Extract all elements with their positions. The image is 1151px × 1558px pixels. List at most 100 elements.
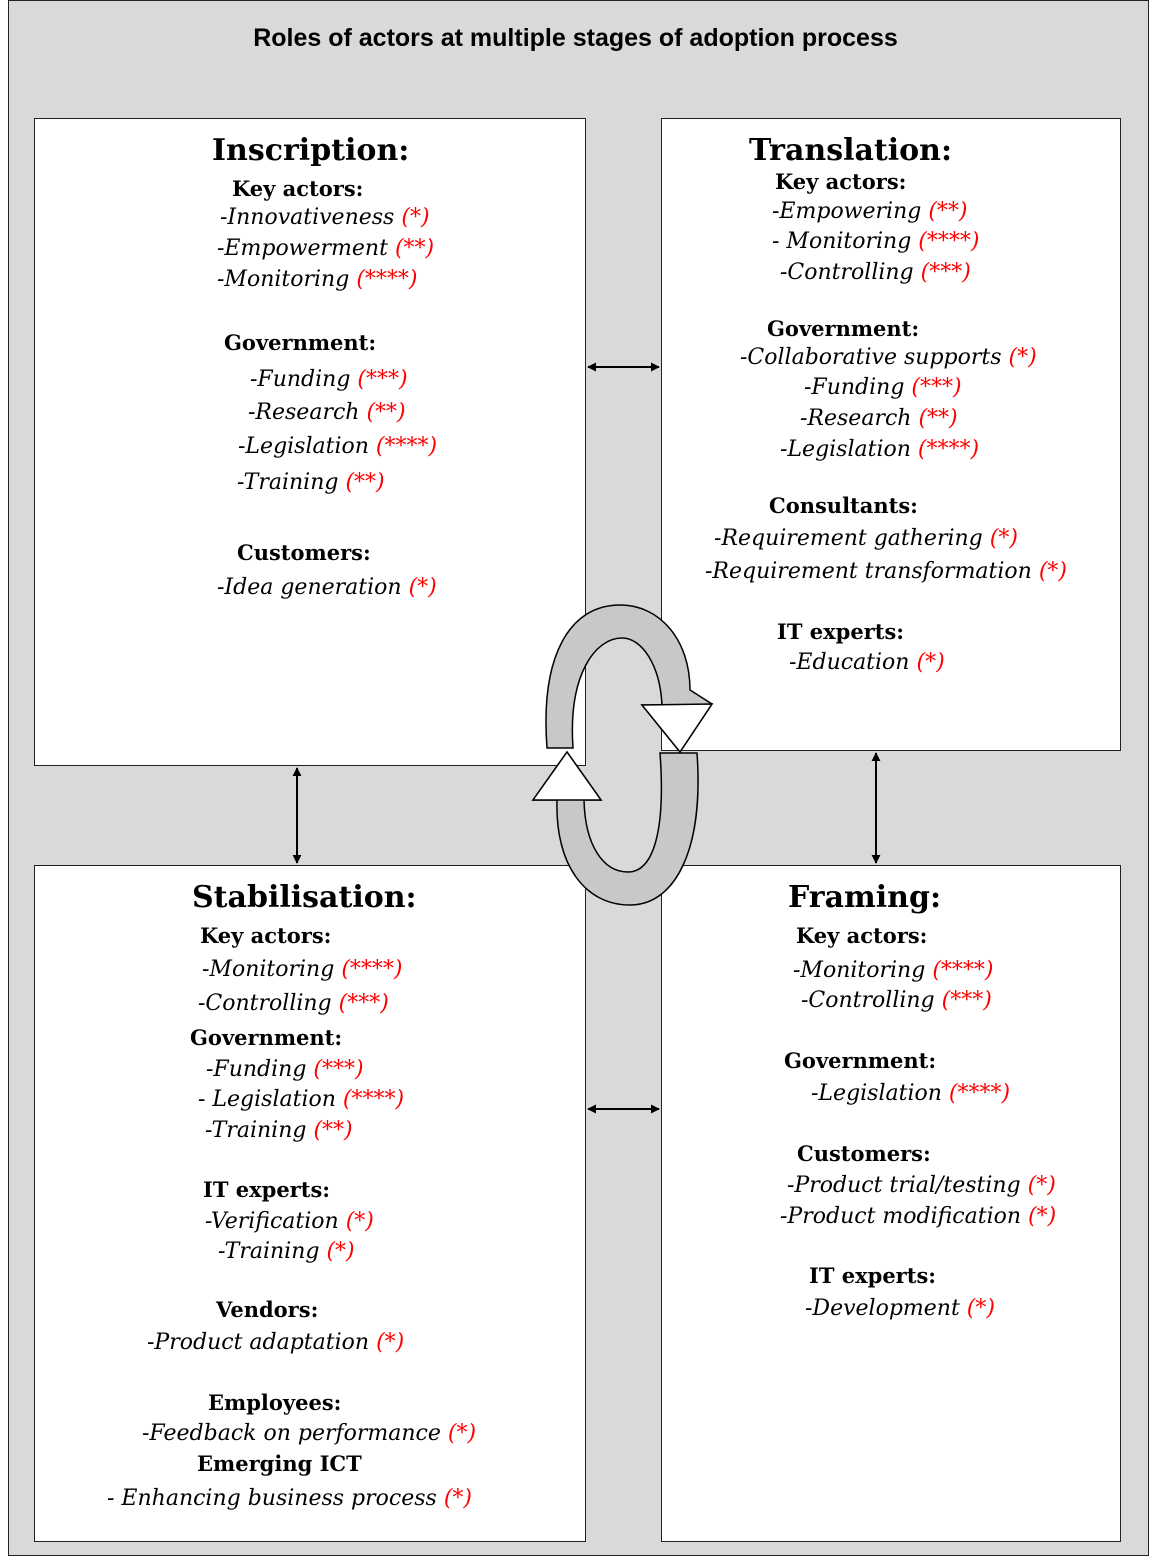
importance-stars: (*): [1028, 1204, 1057, 1229]
inscription-role-item: -Idea generation (*): [217, 575, 437, 600]
importance-stars: (***): [911, 375, 962, 400]
inscription-title: Inscription:: [212, 133, 410, 168]
framing-box: [661, 865, 1121, 1542]
importance-stars: (*): [443, 1486, 472, 1511]
role-label: -Product trial/testing: [787, 1173, 1021, 1198]
importance-stars: (*): [408, 575, 437, 600]
inscription-role-item: -Empowerment (**): [217, 236, 434, 261]
framing-group-heading: IT experts:: [809, 1263, 937, 1288]
stabilisation-group-heading: Key actors:: [200, 923, 332, 948]
role-label: -Controlling: [780, 260, 914, 285]
stabilisation-role-item: - Enhancing business process (*): [107, 1486, 472, 1511]
inscription-role-item: -Innovativeness (*): [220, 205, 430, 230]
translation-role-item: -Legislation (****): [780, 437, 979, 462]
framing-title: Framing:: [788, 880, 942, 915]
role-label: -Idea generation: [217, 575, 402, 600]
role-label: -Training: [237, 470, 339, 495]
role-label: - Monitoring: [772, 229, 912, 254]
importance-stars: (**): [928, 199, 968, 224]
role-label: -Funding: [206, 1057, 307, 1082]
role-label: -Empowerment: [217, 236, 388, 261]
role-label: -Funding: [250, 367, 351, 392]
role-label: - Enhancing business process: [107, 1486, 437, 1511]
role-label: -Verification: [205, 1209, 339, 1234]
stabilisation-role-item: -Feedback on performance (*): [142, 1421, 476, 1446]
importance-stars: (*): [989, 526, 1018, 551]
importance-stars: (**): [313, 1118, 353, 1143]
translation-role-item: - Monitoring (****): [772, 229, 979, 254]
stabilisation-role-item: -Controlling (***): [198, 991, 389, 1016]
role-label: -Requirement gathering: [714, 526, 983, 551]
translation-role-item: -Requirement gathering (*): [714, 526, 1018, 551]
role-label: -Training: [218, 1239, 320, 1264]
role-label: -Legislation: [811, 1081, 942, 1106]
translation-role-item: -Funding (***): [804, 375, 962, 400]
role-label: -Monitoring: [217, 267, 350, 292]
role-label: -Funding: [804, 375, 905, 400]
cycle-arrowhead-down-icon: [640, 703, 714, 754]
role-label: -Innovativeness: [220, 205, 395, 230]
role-label: -Product adaptation: [147, 1330, 370, 1355]
stabilisation-role-item: -Training (*): [218, 1239, 355, 1264]
importance-stars: (*): [916, 650, 945, 675]
translation-group-heading: Consultants:: [769, 493, 918, 518]
importance-stars: (****): [948, 1081, 1011, 1106]
inscription-role-item: -Legislation (****): [238, 434, 437, 459]
importance-stars: (***): [338, 991, 389, 1016]
role-label: -Monitoring: [202, 957, 335, 982]
importance-stars: (**): [918, 406, 958, 431]
stabilisation-role-item: -Monitoring (****): [202, 957, 402, 982]
translation-role-item: -Education (*): [789, 650, 945, 675]
stabilisation-role-item: -Training (**): [205, 1118, 353, 1143]
translation-role-item: -Research (**): [800, 406, 958, 431]
stabilisation-group-heading: Government:: [190, 1025, 343, 1050]
role-label: -Research: [248, 400, 360, 425]
translation-title: Translation:: [749, 133, 953, 168]
importance-stars: (*): [1008, 345, 1037, 370]
role-label: -Requirement transformation: [705, 559, 1032, 584]
importance-stars: (****): [918, 229, 980, 254]
role-label: -Empowering: [772, 199, 922, 224]
importance-stars: (*): [1027, 1173, 1056, 1198]
framing-role-item: -Controlling (***): [801, 988, 992, 1013]
framing-role-item: -Product trial/testing (*): [787, 1173, 1056, 1198]
cycle-arrowhead-up-icon: [531, 750, 603, 801]
importance-stars: (***): [920, 260, 971, 285]
translation-role-item: -Controlling (***): [780, 260, 971, 285]
stabilisation-role-item: -Product adaptation (*): [147, 1330, 404, 1355]
role-label: -Monitoring: [793, 958, 926, 983]
importance-stars: (*): [345, 1209, 374, 1234]
stabilisation-group-heading: Employees:: [208, 1390, 342, 1415]
inscription-role-item: -Monitoring (****): [217, 267, 417, 292]
framing-group-heading: Government:: [784, 1048, 937, 1073]
stabilisation-group-heading: Vendors:: [216, 1297, 319, 1322]
framing-group-heading: Customers:: [797, 1141, 931, 1166]
role-label: -Collaborative supports: [740, 345, 1002, 370]
diagram-title: Roles of actors at multiple stages of ad…: [253, 24, 898, 52]
framing-role-item: -Legislation (****): [811, 1081, 1010, 1106]
translation-role-item: -Requirement transformation (*): [705, 559, 1067, 584]
stabilisation-box: [34, 865, 586, 1542]
importance-stars: (****): [356, 267, 418, 292]
framing-role-item: -Development (*): [805, 1296, 995, 1321]
inscription-role-item: -Research (**): [248, 400, 406, 425]
stabilisation-group-heading: IT experts:: [203, 1177, 331, 1202]
importance-stars: (**): [394, 236, 435, 261]
framing-role-item: -Monitoring (****): [793, 958, 993, 983]
role-label: -Legislation: [238, 434, 369, 459]
role-label: -Product modification: [780, 1204, 1022, 1229]
importance-stars: (***): [313, 1057, 364, 1082]
importance-stars: (**): [345, 470, 385, 495]
role-label: -Training: [205, 1118, 307, 1143]
importance-stars: (****): [375, 434, 438, 459]
stabilisation-role-item: - Legislation (****): [198, 1087, 404, 1112]
translation-box: [661, 118, 1121, 751]
importance-stars: (*): [1038, 559, 1068, 584]
role-label: -Legislation: [780, 437, 911, 462]
stabilisation-role-item: -Verification (*): [205, 1209, 374, 1234]
role-label: -Controlling: [801, 988, 935, 1013]
importance-stars: (*): [326, 1239, 355, 1264]
importance-stars: (***): [357, 367, 408, 392]
importance-stars: (*): [966, 1296, 995, 1321]
